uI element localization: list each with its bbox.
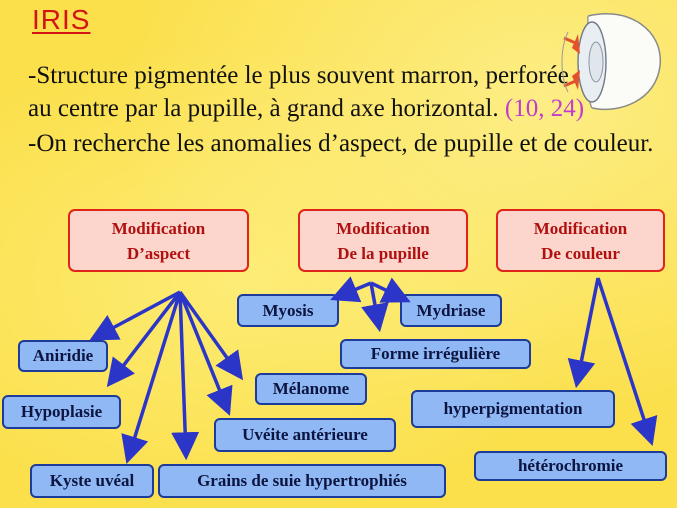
item-hypoplasie: Hypoplasie — [2, 395, 121, 429]
item-myosis: Myosis — [237, 294, 339, 327]
category-aspect: Modification D’aspect — [68, 209, 249, 272]
item-aniridie: Aniridie — [18, 340, 108, 372]
category-aspect-line1: Modification — [111, 218, 206, 238]
arrow-to-grains-de-suie — [171, 291, 200, 461]
item-melanome: Mélanome — [255, 373, 367, 405]
arrow-to-myosis — [330, 276, 372, 303]
arrow-to-hypoplasie — [106, 290, 182, 388]
arrow-to-aniridie — [89, 290, 181, 341]
item-uveite-anterieure: Uvéite antérieure — [214, 418, 396, 452]
description-line-3: -On recherche les anomalies d’aspect, de… — [28, 130, 654, 157]
item-hyperpigmentation: hyperpigmentation — [411, 390, 615, 428]
category-aspect-line2: D’aspect — [126, 243, 191, 263]
item-kyste-uveal: Kyste uvéal — [30, 464, 154, 498]
item-grains-de-suie: Grains de suie hypertrophiés — [158, 464, 446, 498]
arrow-to-kyste-uveal — [121, 291, 182, 465]
arrow-to-hyperpigmentation — [567, 277, 600, 389]
eye-illustration — [561, 13, 661, 111]
arrow-to-uveite — [178, 291, 233, 416]
category-color-line1: Modification — [533, 218, 628, 238]
arrow-to-melanome — [178, 290, 244, 381]
category-color: Modification De couleur — [496, 209, 665, 272]
reference-numbers: (10, 24) — [504, 95, 585, 122]
item-mydriase: Mydriase — [400, 294, 502, 327]
description-line-2-text: au centre par la pupille, à grand axe ho… — [28, 95, 505, 122]
category-pupil: Modification De la pupille — [298, 209, 468, 272]
item-heterochromie: hétérochromie — [474, 451, 667, 481]
description-line-1: -Structure pigmentée le plus souvent mar… — [28, 62, 569, 89]
category-color-line2: De couleur — [541, 243, 620, 263]
category-pupil-line2: De la pupille — [337, 243, 429, 263]
page-title: IRIS — [32, 4, 91, 35]
category-pupil-line1: Modification — [336, 218, 430, 238]
item-forme-irreguliere: Forme irrégulière — [340, 339, 531, 369]
description-line-2: au centre par la pupille, à grand axe ho… — [28, 95, 584, 123]
arrow-to-forme-irreguliere — [361, 282, 389, 333]
